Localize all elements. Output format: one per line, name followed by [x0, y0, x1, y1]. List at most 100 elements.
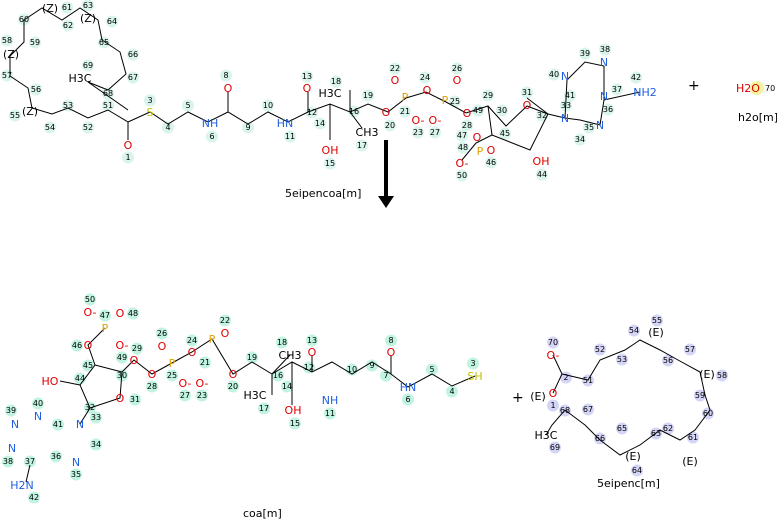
atom-number: 66: [128, 50, 138, 59]
atom-highlight: [472, 104, 484, 117]
atom-number: 62: [63, 21, 73, 30]
atom-highlight: [631, 464, 643, 477]
atom-number: 67: [583, 405, 593, 414]
atom-label: H3C: [535, 429, 558, 442]
atom-number: 18: [277, 338, 287, 347]
atom-label: CH3: [279, 349, 302, 362]
atom-highlight: [628, 324, 640, 337]
atom-label: (Z): [42, 2, 58, 15]
atom-number: 41: [53, 420, 63, 429]
atom-number: 3: [470, 359, 475, 368]
reactant-name-5eipencoa: 5eipencoa[m]: [285, 187, 361, 200]
atom-number: 31: [130, 395, 140, 404]
atom-number: 11: [285, 132, 295, 141]
atom-number: 52: [595, 345, 605, 354]
atom-highlight: [582, 403, 594, 416]
atom-highlight: [536, 168, 548, 181]
atom-highlight: [144, 94, 156, 107]
atom-number: 68: [560, 406, 570, 415]
atom-number: 51: [103, 101, 113, 110]
atom-highlight: [564, 89, 576, 102]
atom-number: 2: [563, 373, 568, 382]
atom-highlight: [446, 385, 458, 398]
atom-number: 59: [695, 391, 705, 400]
atom-label: O-: [412, 114, 425, 127]
atom-number: 37: [612, 85, 622, 94]
atom-number: 55: [10, 111, 20, 120]
atom-number: 49: [473, 106, 483, 115]
atom-number: 18: [331, 77, 341, 86]
atom-label: O: [158, 340, 167, 353]
atom-label: O: [130, 354, 139, 367]
atom-number: 25: [450, 97, 460, 106]
atom-label: HN: [400, 381, 417, 394]
atom-number: 20: [385, 121, 395, 130]
atom-highlight: [106, 15, 118, 28]
atom-number: 16: [349, 107, 359, 116]
atom-label: P: [209, 333, 216, 346]
atom-number: 26: [157, 329, 167, 338]
atom-highlight: [389, 62, 401, 75]
atom-highlight: [306, 334, 318, 347]
atom-number: 20: [228, 382, 238, 391]
atom-highlight: [227, 380, 239, 393]
atom-highlight: [179, 389, 191, 402]
atom-number: 47: [100, 311, 110, 320]
atom-number: 69: [550, 443, 560, 452]
atom-number: 38: [3, 457, 13, 466]
atom-number: 34: [575, 135, 585, 144]
bond: [603, 91, 641, 101]
atom-highlight: [451, 62, 463, 75]
atom-highlight: [384, 119, 396, 132]
atom-highlight: [162, 121, 174, 134]
atom-highlight: [116, 351, 128, 364]
atom-number: 46: [486, 158, 496, 167]
atom-highlight: [521, 86, 533, 99]
atom-number: 14: [315, 119, 325, 128]
atom-highlight: [429, 126, 441, 139]
atom-number: 45: [500, 129, 510, 138]
atom-label: (Z): [80, 12, 96, 25]
atom-number: 8: [223, 71, 228, 80]
atom-number: 45: [83, 361, 93, 370]
atom-label: H2N: [10, 479, 34, 492]
atom-number: 68: [103, 89, 113, 98]
reactant-name-h2o: h2o[m]: [738, 111, 777, 124]
atom-number: 61: [688, 433, 698, 442]
atom-number: 27: [430, 128, 440, 137]
atom-highlight: [196, 389, 208, 402]
atom-highlight: [99, 309, 111, 322]
atom-label: (Z): [22, 105, 38, 118]
atom-number: 19: [247, 353, 257, 362]
atom-number: 11: [325, 409, 335, 418]
atom-highlight: [2, 455, 14, 468]
atom-number: 33: [91, 413, 101, 422]
atom-highlight: [616, 422, 628, 435]
atom-number: 5: [185, 101, 190, 110]
atom-highlight: [579, 47, 591, 60]
bond-chain: [9, 7, 129, 140]
product-name-coa: coa[m]: [243, 507, 282, 519]
atom-label: O-: [429, 114, 442, 127]
atom-highlight: [82, 0, 94, 12]
atom-highlight: [467, 357, 479, 370]
atom-highlight: [602, 103, 614, 116]
atom-number: 1: [550, 401, 555, 410]
atom-number: 47: [457, 131, 467, 140]
atom-number: 64: [107, 17, 117, 26]
atom-highlight: [127, 48, 139, 61]
atom-number: 6: [209, 132, 214, 141]
atom-number: 70: [548, 338, 558, 347]
atom-label: P: [402, 91, 409, 104]
atom-number: 70: [765, 84, 775, 93]
atom-label: O: [148, 368, 157, 381]
atom-number: 22: [220, 316, 230, 325]
atom-number: 60: [19, 15, 29, 24]
atom-highlight: [52, 418, 64, 431]
atom-number: 39: [6, 406, 16, 415]
atom-highlight: [485, 156, 497, 169]
atom-number: 28: [462, 121, 472, 130]
atom-number: 10: [263, 101, 273, 110]
